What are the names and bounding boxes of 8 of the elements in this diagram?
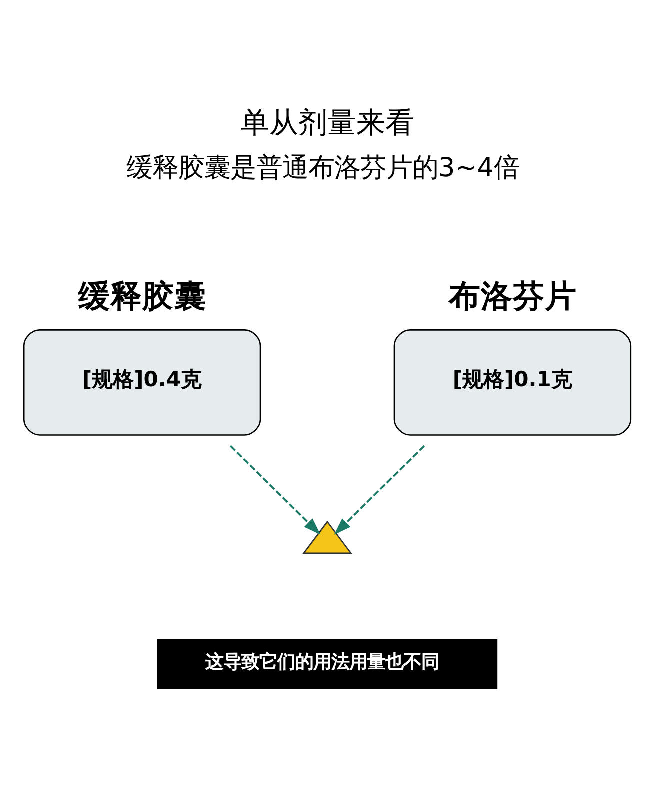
node-triangle [302, 520, 352, 554]
arrow [230, 444, 321, 534]
node-label: 缓释胶囊 [78, 278, 207, 314]
node-label: 布洛芬片 [448, 278, 577, 314]
label: 缓释胶囊是普通布洛芬片的3~4倍 [126, 152, 520, 183]
arrow [334, 444, 426, 534]
diagram-title: 单从剂量来看 [240, 105, 414, 140]
node-box: 这导致它们的用法用量也不同 [157, 639, 498, 689]
